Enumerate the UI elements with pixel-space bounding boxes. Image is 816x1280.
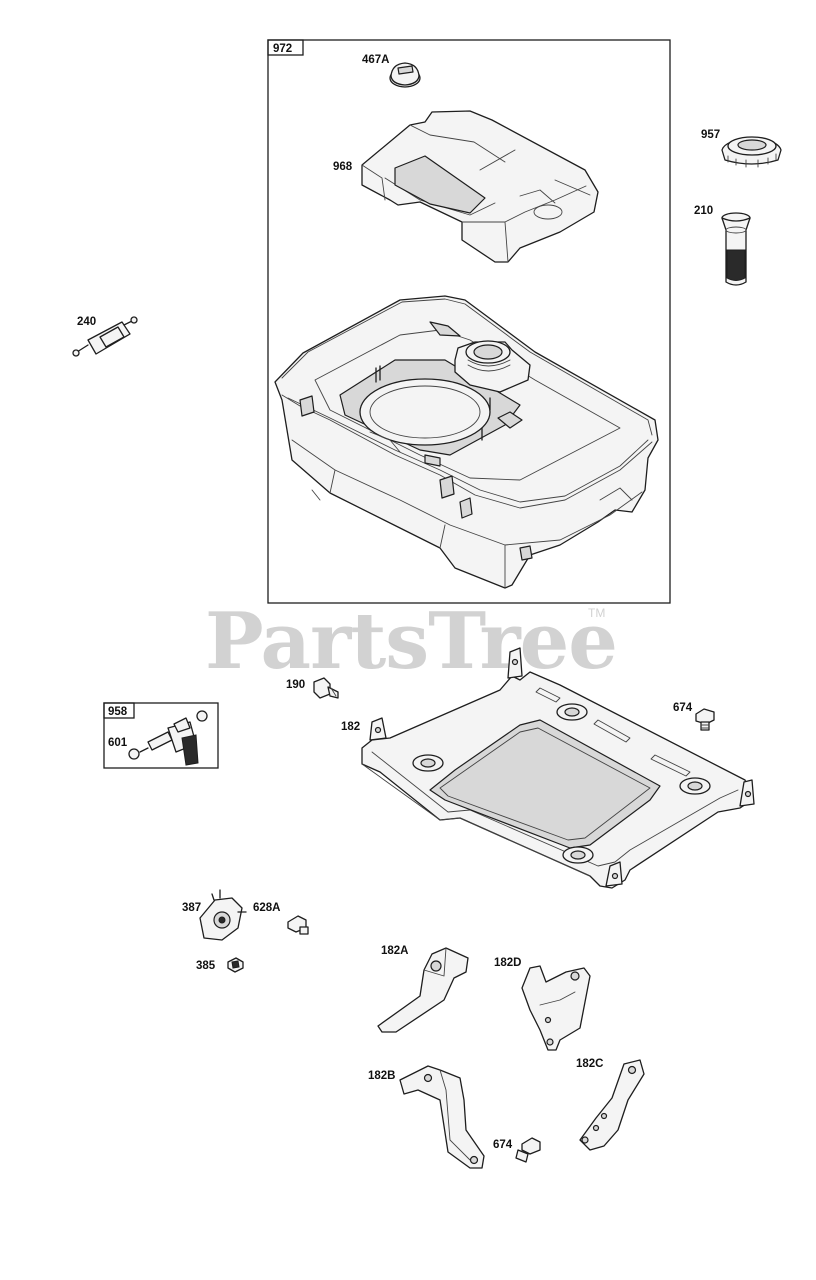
part-190-shoulder-bolt[interactable]: [313, 677, 339, 699]
group-972-box: [267, 39, 671, 604]
group-958-box: [103, 702, 219, 769]
part-968-cover[interactable]: [361, 110, 599, 263]
part-182C-bracket[interactable]: [579, 1059, 645, 1151]
part-182B-bracket[interactable]: [399, 1065, 485, 1169]
part-601-fuel-shutoff-valve[interactable]: [128, 710, 208, 766]
label-240: 240: [77, 316, 96, 328]
part-387-fuel-pump[interactable]: [199, 889, 247, 941]
part-182-engine-base-plate[interactable]: [361, 647, 755, 889]
label-182C: 182C: [576, 1058, 604, 1070]
part-182A-bracket[interactable]: [377, 947, 469, 1033]
group-958-label: 958: [108, 706, 128, 718]
label-467A: 467A: [362, 54, 390, 66]
group-972-label: 972: [273, 43, 292, 55]
label-182A: 182A: [381, 945, 409, 957]
label-968: 968: [333, 161, 353, 173]
label-628A: 628A: [253, 902, 281, 914]
label-387: 387: [182, 902, 201, 914]
label-182: 182: [341, 721, 360, 733]
part-674-bolt-upper[interactable]: [695, 708, 715, 731]
label-182B: 182B: [368, 1070, 396, 1082]
part-674-bolt-lower[interactable]: [515, 1137, 541, 1163]
label-385: 385: [196, 960, 216, 972]
part-210-fuel-strainer[interactable]: [721, 212, 751, 286]
part-385-screw[interactable]: [227, 957, 244, 973]
label-601: 601: [108, 737, 128, 749]
part-182D-bracket[interactable]: [521, 965, 591, 1051]
label-957: 957: [701, 129, 720, 141]
label-182D: 182D: [494, 957, 522, 969]
part-972-fuel-tank[interactable]: [274, 295, 659, 589]
watermark-text: PartsTree: [205, 596, 617, 687]
part-240-fuel-filter[interactable]: [72, 316, 138, 357]
group-958-tag-box: [103, 702, 135, 719]
label-674-upper: 674: [673, 702, 693, 714]
group-972-tag-box: [267, 39, 304, 56]
label-210: 210: [694, 205, 713, 217]
part-957-fuel-cap[interactable]: [721, 136, 782, 168]
label-674-lower: 674: [493, 1139, 513, 1151]
part-467A-knob[interactable]: [389, 62, 421, 88]
watermark-trademark: TM: [588, 606, 605, 620]
part-628A-screw[interactable]: [287, 915, 309, 935]
label-190: 190: [286, 679, 305, 691]
